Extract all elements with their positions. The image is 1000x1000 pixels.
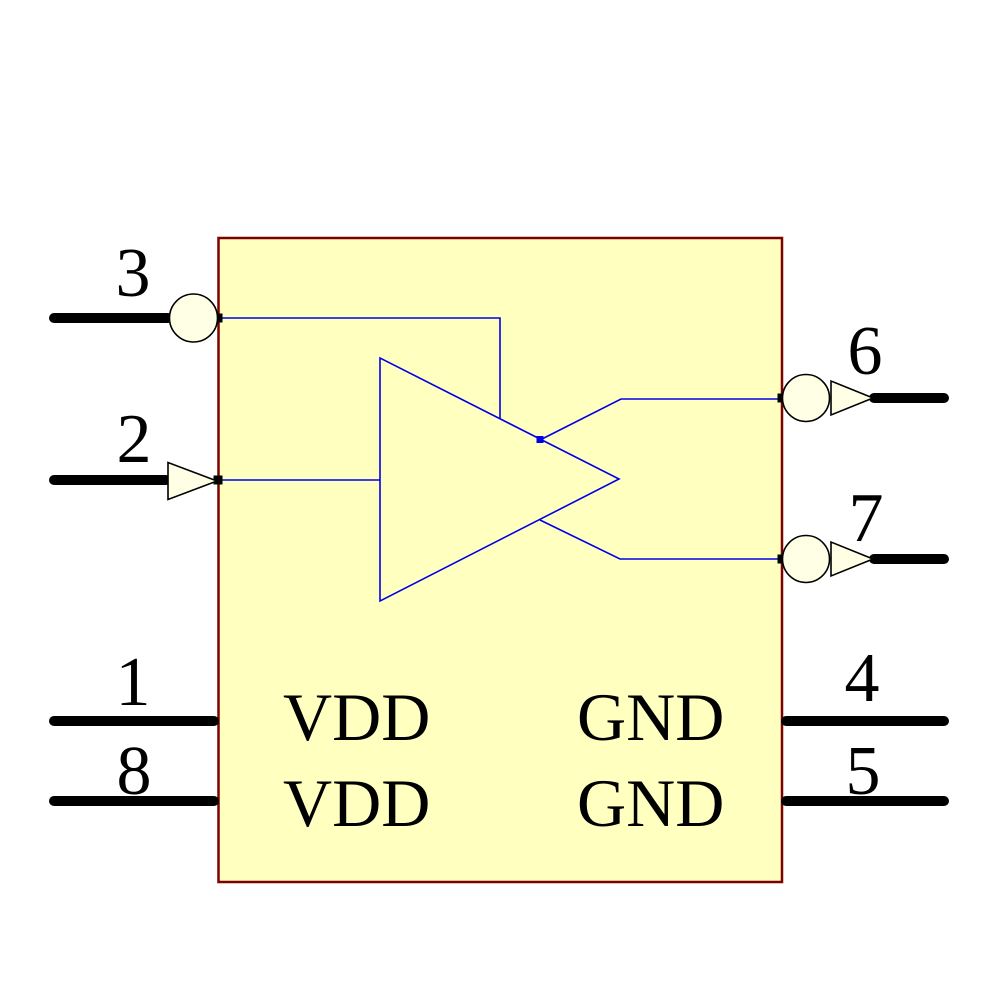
- pin6-arrow-icon[interactable]: [830, 379, 876, 417]
- pin7-inversion-bubble-icon[interactable]: [781, 534, 831, 584]
- label-gnd-1: GND: [577, 679, 724, 755]
- pin2-arrow-icon[interactable]: [167, 461, 220, 501]
- pin6-inversion-bubble-icon[interactable]: [781, 373, 831, 423]
- pin-number-3: 3: [116, 235, 151, 312]
- pin7-arrow-icon[interactable]: [830, 540, 876, 578]
- pin-number-7: 7: [849, 480, 884, 557]
- pin-number-1: 1: [116, 644, 151, 721]
- pin-number-2: 2: [117, 401, 152, 478]
- pin2-junction-dot: [213, 475, 223, 485]
- pin3-inversion-bubble-icon[interactable]: [168, 293, 219, 343]
- label-vdd-2: VDD: [283, 765, 430, 841]
- label-gnd-2: GND: [577, 765, 724, 841]
- net-pin3-to-amp[interactable]: [219, 317, 501, 418]
- pin-number-5: 5: [846, 733, 881, 810]
- net-amp-to-pin7[interactable]: [539, 519, 781, 560]
- pin-number-8: 8: [117, 733, 152, 810]
- pin-number-6: 6: [848, 313, 883, 390]
- pin-number-4: 4: [845, 640, 880, 717]
- label-vdd-1: VDD: [283, 679, 430, 755]
- amplifier-triangle[interactable]: [379, 356, 621, 603]
- net-amp-to-pin6[interactable]: [539, 398, 781, 441]
- net-junction-dot: [536, 436, 544, 443]
